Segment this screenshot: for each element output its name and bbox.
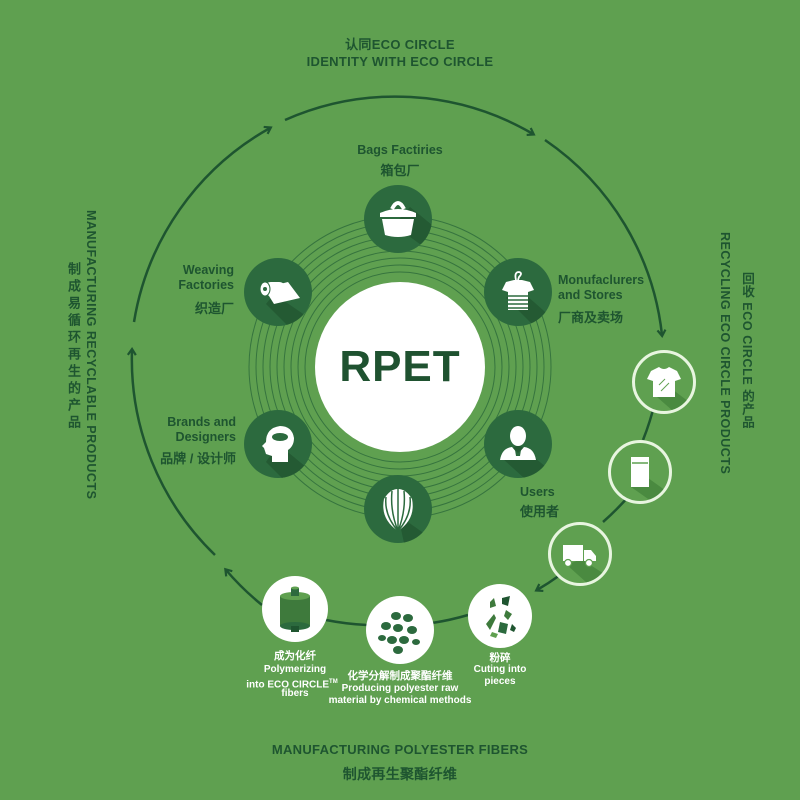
manufacturers-label-en-1: Monufaclurers [558, 273, 645, 287]
chemical-label-en-1: Producing polyester raw [341, 683, 459, 694]
weaving-label-en-2: Factories [178, 278, 234, 292]
rpet-center-circle: RPET [315, 282, 485, 452]
users-label-zh: 使用者 [520, 504, 560, 519]
weaving-label-zh: 织造厂 [194, 301, 234, 316]
user-icon [500, 426, 552, 478]
brands-label-en-2: Designers [175, 430, 236, 444]
cutting-label-zh: 粉碎 [489, 652, 511, 664]
polymerizing-label-zh: 成为化纤 [274, 650, 316, 662]
head-brain-icon [262, 426, 312, 478]
polymerizing-node [262, 576, 328, 642]
polymerizing-label-en-2: into ECO CIRCLETM [240, 676, 344, 691]
polymerizing-label-en-1: Polymerizing [263, 664, 327, 675]
trademark-mark: TM [329, 679, 338, 685]
recycle-bin-node [608, 440, 672, 504]
manufacturers-label-en-2: and Stores [558, 288, 623, 302]
shell-icon [383, 489, 432, 543]
shirt-hanger-icon [502, 271, 552, 326]
bottom-title-en: MANUFACTURING POLYESTER FIBERS [271, 742, 529, 757]
pellets-icon [378, 612, 420, 654]
chemical-node [366, 596, 434, 664]
collection-bin-icon [631, 457, 669, 501]
manufacturers-label-zh: 厂商及卖场 [558, 310, 624, 325]
truck-icon [563, 545, 609, 583]
bag-icon [380, 201, 432, 253]
right-side-title-en: RECYCLING ECO CIRCLE PRODUCTS [718, 232, 732, 475]
bags-label-en: Bags Factiries [357, 143, 443, 157]
left-side-title-zh: 制成易循环再生的产品 [66, 262, 81, 432]
brands-label-zh: 品牌 / 设计师 [160, 451, 236, 466]
fabric-roll-icon [259, 281, 312, 326]
users-label-en: Users [520, 485, 555, 499]
polymerizing-label-en-2-text: into ECO CIRCLE [246, 679, 330, 691]
brands-designers-node [244, 410, 312, 478]
brands-label-en-1: Brands and [167, 415, 236, 429]
cycle-arrows [126, 95, 667, 627]
fiber-spool-icon [280, 586, 310, 632]
chemical-label-en-2: material by chemical methods [328, 695, 472, 706]
chemical-label-zh: 化学分解制成聚酯纤维 [347, 670, 453, 682]
bags-label-zh: 箱包厂 [380, 163, 420, 178]
users-node [484, 410, 552, 478]
recycle-tshirt-node [632, 350, 696, 414]
left-side-title-en: MANUFACTURING RECYCLABLE PRODUCTS [84, 210, 98, 500]
manufacturers-node [484, 258, 552, 326]
cutting-label-en-1: Cuting into [473, 664, 527, 675]
weaving-factories-node [244, 258, 312, 326]
top-title-zh: 认同ECO CIRCLE [345, 37, 455, 52]
polymerizing-label-en-3: fibers [281, 688, 309, 699]
cutting-label-en-2: pieces [484, 676, 516, 687]
top-title-en: IDENTITY WITH ECO CIRCLE [306, 54, 494, 69]
shredded-pieces-icon [486, 596, 516, 638]
bottom-title-zh: 制成再生聚酯纤维 [342, 766, 458, 782]
tshirt-icon [647, 367, 693, 411]
right-side-title-zh: 回收 ECO CIRCLE 的产品 [740, 272, 754, 429]
shell-node [364, 475, 432, 543]
bags-factories-node [364, 185, 432, 253]
weaving-label-en-1: Weaving [182, 263, 234, 277]
cutting-node [468, 584, 532, 648]
rpet-label: RPET [339, 342, 461, 391]
recycle-truck-node [548, 522, 612, 586]
